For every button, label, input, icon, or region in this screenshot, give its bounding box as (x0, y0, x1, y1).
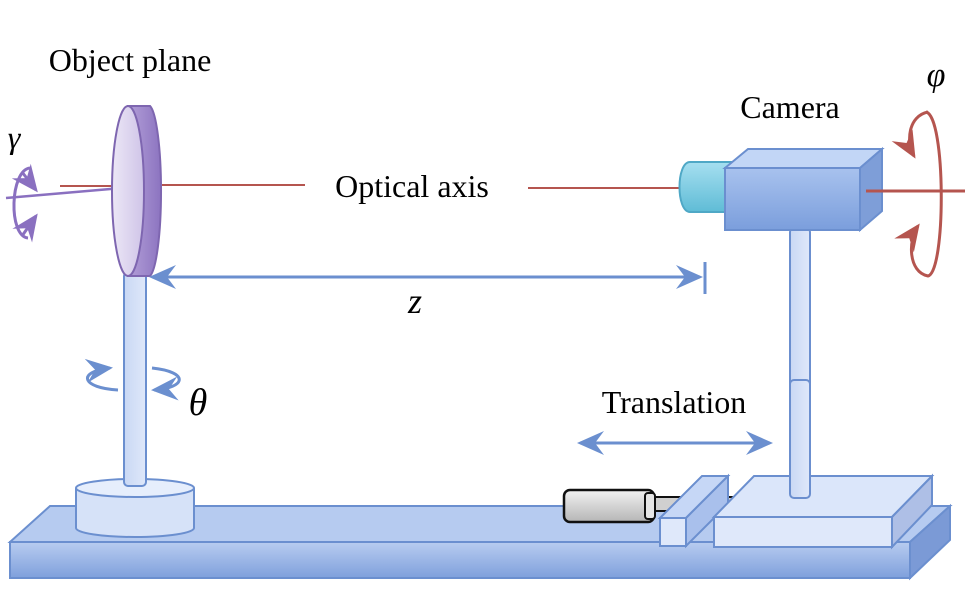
camera (678, 146, 885, 233)
phi-rotation-arrow (866, 110, 965, 278)
z-label: z (407, 281, 422, 321)
phi-label: φ (927, 57, 946, 94)
gamma-rotation-arrow (5, 163, 123, 243)
gamma-label: γ (8, 119, 22, 155)
theta-label: θ (189, 382, 208, 424)
camera-label: Camera (740, 89, 840, 125)
theta-rotation-arrow (84, 358, 181, 401)
camera-translation-stage (711, 379, 935, 550)
rotation-stage (75, 478, 195, 538)
camera-lens (678, 161, 735, 213)
translation-label: Translation (602, 384, 747, 420)
optical-axis-label: Optical axis (335, 168, 489, 204)
z-distance-arrow (149, 262, 707, 294)
object-post (123, 271, 147, 487)
actuator-motor (562, 488, 656, 524)
slider-block (657, 473, 731, 549)
object-plane-label: Object plane (49, 42, 212, 78)
object-plane-disk (111, 105, 163, 277)
